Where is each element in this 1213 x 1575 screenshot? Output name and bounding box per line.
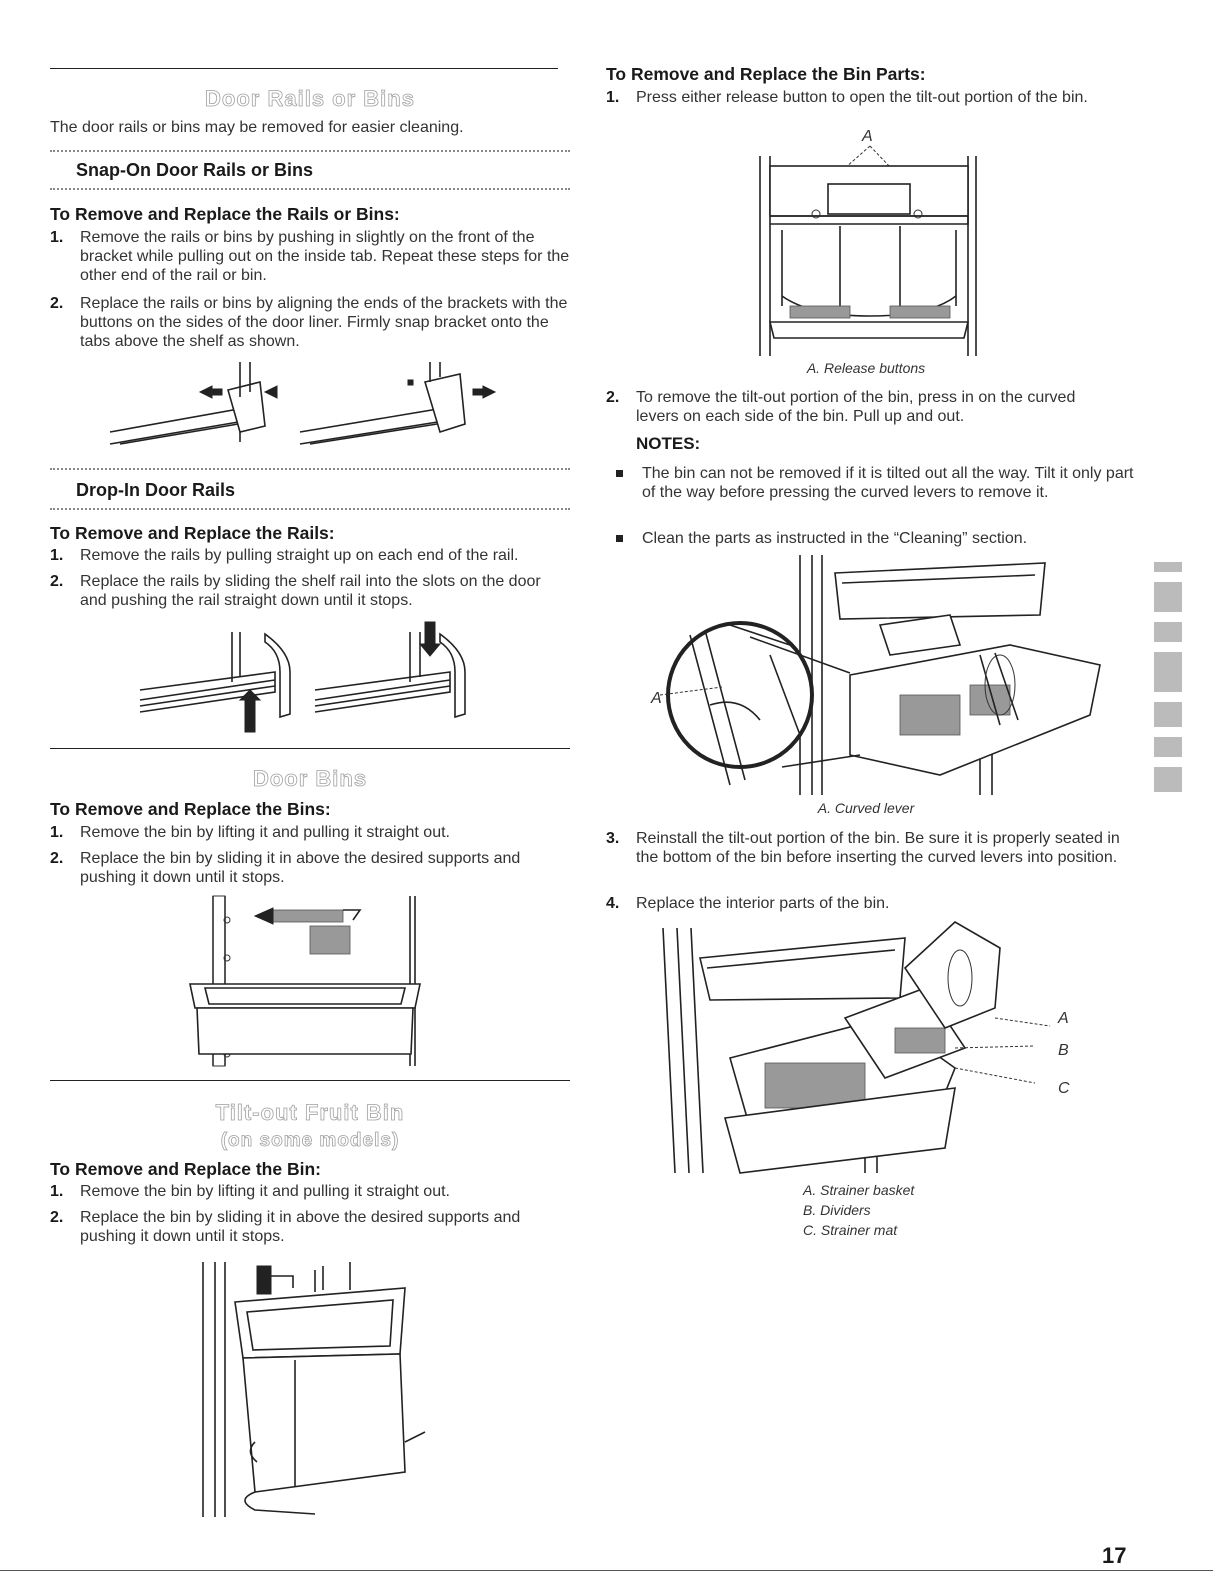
dotted-rule: [50, 468, 570, 470]
heading-tilt-out: To Remove and Replace the Bin:: [50, 1159, 321, 1179]
step-number: 2.: [50, 1209, 64, 1226]
bullet-icon: [616, 535, 623, 542]
section-title-door-bins: Door Bins: [252, 766, 368, 792]
section-subtitle-tilt-out: (on some models): [220, 1130, 400, 1152]
section-rule: [50, 748, 570, 749]
page-number: 17: [1102, 1543, 1127, 1568]
side-tab-marker: [1154, 562, 1182, 792]
step-number: 2.: [50, 573, 64, 590]
step-text: Replace the rails by sliding the shelf r…: [80, 573, 541, 609]
step-number: 2.: [606, 389, 620, 406]
curved-lever-illustration: [659, 555, 1101, 795]
bullet-icon: [616, 470, 623, 477]
step-number: 2.: [50, 295, 64, 312]
step-number: 1.: [50, 824, 64, 841]
step-number: 1.: [50, 547, 64, 564]
step-item: 2. Replace the rails by sliding the shel…: [50, 572, 570, 610]
section-title-door-rails: Door Rails or Bins: [205, 86, 415, 112]
step-number: 3.: [606, 830, 620, 847]
dotted-rule: [50, 188, 570, 190]
release-buttons-illustration: [759, 145, 977, 356]
step-text: Remove the bin by lifting it and pulling…: [80, 824, 450, 841]
step-text: Remove the rails by pulling straight up …: [80, 547, 519, 564]
step-item: 2. Replace the bin by sliding it in abov…: [50, 1208, 570, 1246]
figure-label: A: [862, 128, 873, 145]
figure-label: A: [1058, 1010, 1069, 1027]
step-item: 1. Press either release button to open t…: [606, 88, 1146, 107]
heading-bin-parts: To Remove and Replace the Bin Parts:: [606, 64, 926, 84]
section-rule: [50, 68, 558, 69]
step-number: 4.: [606, 895, 620, 912]
note-item: The bin can not be removed if it is tilt…: [606, 464, 1142, 502]
step-item: 1. Remove the rails or bins by pushing i…: [50, 228, 570, 285]
subsection-title-snap-on: Snap-On Door Rails or Bins: [76, 160, 314, 180]
figure-caption: B. Dividers: [803, 1202, 871, 1218]
dotted-rule: [50, 150, 570, 152]
note-text: Clean the parts as instructed in the “Cl…: [642, 530, 1028, 547]
step-text: Remove the bin by lifting it and pulling…: [80, 1183, 450, 1200]
note-text: The bin can not be removed if it is tilt…: [642, 465, 1134, 501]
figure-label: B: [1058, 1042, 1069, 1059]
door-bin-illustration: [189, 895, 421, 1067]
figure-caption: A. Curved lever: [817, 800, 915, 816]
heading-snap-on: To Remove and Replace the Rails or Bins:: [50, 204, 400, 224]
page-bottom-rule: [0, 1570, 1213, 1571]
dotted-rule: [50, 508, 570, 510]
figure-caption: C. Strainer mat: [803, 1222, 898, 1238]
step-number: 1.: [606, 89, 620, 106]
step-item: 2. To remove the tilt-out portion of the…: [606, 388, 1116, 426]
step-number: 1.: [50, 229, 64, 246]
figure-label: C: [1058, 1080, 1070, 1097]
subsection-title-drop-in: Drop-In Door Rails: [76, 480, 236, 500]
step-item: 3. Reinstall the tilt-out portion of the…: [606, 829, 1126, 867]
note-item: Clean the parts as instructed in the “Cl…: [606, 529, 1152, 548]
figure-label: A: [651, 690, 662, 707]
step-text: Replace the interior parts of the bin.: [636, 895, 890, 912]
step-text: Replace the bin by sliding it in above t…: [80, 850, 521, 886]
step-text: To remove the tilt-out portion of the bi…: [636, 389, 1076, 425]
step-item: 1. Remove the bin by lifting it and pull…: [50, 1182, 600, 1201]
heading-door-bins: To Remove and Replace the Bins:: [50, 799, 331, 819]
step-item: 2. Replace the rails or bins by aligning…: [50, 294, 570, 351]
step-item: 1. Remove the bin by lifting it and pull…: [50, 823, 600, 842]
step-item: 2. Replace the bin by sliding it in abov…: [50, 849, 570, 887]
snap-on-rails-illustration: [109, 362, 497, 445]
figure-caption: A. Strainer basket: [803, 1182, 915, 1198]
heading-drop-in: To Remove and Replace the Rails:: [50, 523, 335, 543]
step-text: Reinstall the tilt-out portion of the bi…: [636, 830, 1120, 866]
section-rule: [50, 1080, 570, 1081]
step-text: Replace the rails or bins by aligning th…: [80, 295, 568, 350]
section-title-tilt-out: Tilt-out Fruit Bin: [215, 1100, 405, 1126]
notes-label: NOTES:: [636, 434, 701, 453]
figure-caption: A. Release buttons: [806, 360, 926, 376]
step-number: 2.: [50, 850, 64, 867]
step-number: 1.: [50, 1183, 64, 1200]
step-text: Remove the rails or bins by pushing in s…: [80, 229, 570, 284]
step-text: Replace the bin by sliding it in above t…: [80, 1209, 521, 1245]
drop-in-rails-illustration: [139, 621, 466, 733]
step-item: 4. Replace the interior parts of the bin…: [606, 894, 1126, 913]
step-item: 1. Remove the rails by pulling straight …: [50, 546, 600, 565]
tilt-out-bin-removal-illustration: [202, 1262, 426, 1517]
step-text: Press either release button to open the …: [636, 89, 1088, 106]
intro-text: The door rails or bins may be removed fo…: [50, 119, 464, 136]
interior-parts-illustration: [662, 921, 1051, 1174]
